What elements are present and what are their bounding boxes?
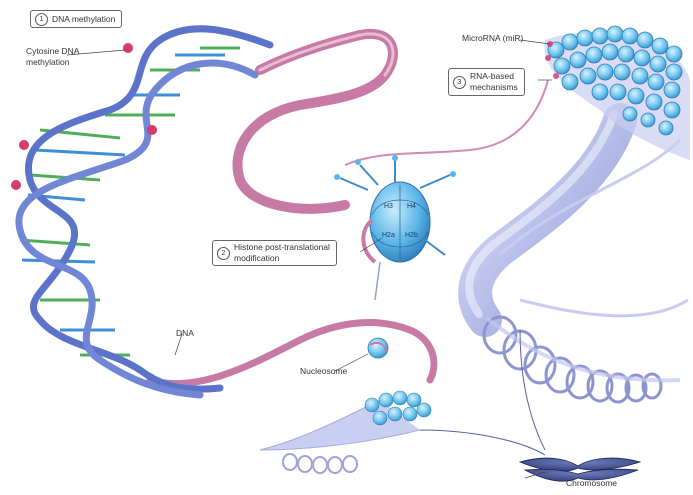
solenoid-coils bbox=[484, 317, 661, 402]
label-cytosine-methylation: Cytosine DNA methylation bbox=[26, 46, 79, 67]
small-nucleosome bbox=[368, 338, 388, 358]
callout-rna-based: 3 RNA-based mechanisms bbox=[448, 68, 525, 96]
callout-number: 3 bbox=[453, 76, 466, 89]
dna-double-helix bbox=[11, 29, 270, 395]
label-dna: DNA bbox=[176, 328, 194, 339]
callout-label-line1: Histone post-translational bbox=[234, 242, 330, 253]
label-chromosome: Chromosome bbox=[566, 478, 617, 489]
histone-tag-h2b: H2b bbox=[405, 232, 418, 239]
callout-dna-methylation: 1 DNA methylation bbox=[30, 10, 122, 28]
callout-label-line2: modification bbox=[234, 253, 330, 264]
histone-tag-h3: H3 bbox=[384, 203, 393, 210]
callout-label: DNA methylation bbox=[52, 14, 115, 24]
histone-octamer bbox=[334, 155, 456, 300]
callout-histone-modification: 2 Histone post-translational modificatio… bbox=[212, 240, 337, 266]
histone-tag-h4: H4 bbox=[407, 203, 416, 210]
callout-number: 2 bbox=[217, 247, 230, 260]
label-micro-rna: MicroRNA (miR) bbox=[462, 33, 523, 44]
histone-tag-h2a: H2a bbox=[382, 232, 395, 239]
label-nucleosome: Nucleosome bbox=[300, 366, 347, 377]
callout-number: 1 bbox=[35, 13, 48, 26]
callout-label-line1: RNA-based bbox=[470, 71, 518, 82]
callout-label-line2: mechanisms bbox=[470, 82, 518, 93]
dna-pink-tube-top bbox=[238, 34, 393, 209]
